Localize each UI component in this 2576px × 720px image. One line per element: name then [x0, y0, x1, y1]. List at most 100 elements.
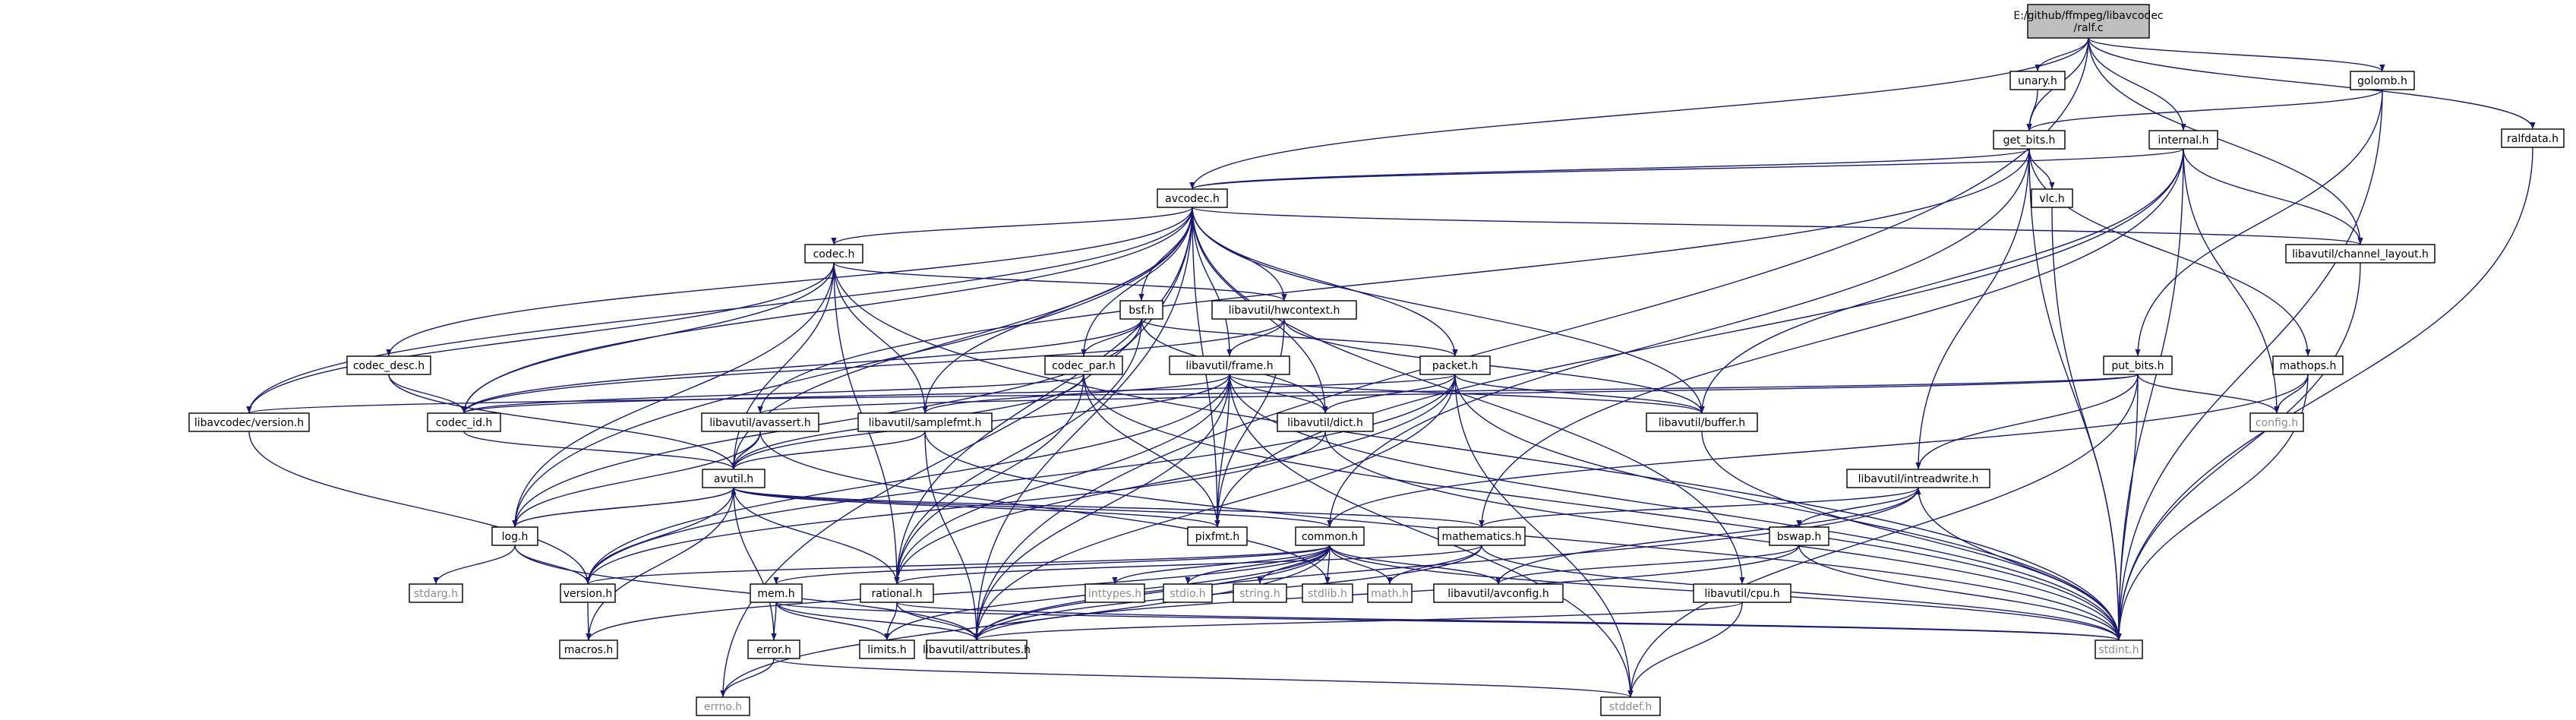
node-box [2249, 412, 2304, 432]
node-attributes[interactable]: libavutil/attributes.h [923, 639, 1031, 659]
node-box [2501, 128, 2565, 148]
edge-root-to-attributes [974, 37, 2089, 641]
edge-get_bits-to-stdint [2028, 148, 2122, 641]
edge-hwcontext-to-buffer [1283, 318, 1705, 414]
node-limits[interactable]: limits.h [859, 639, 915, 659]
node-label: stdint.h [2098, 644, 2139, 656]
node-label: codec_id.h [436, 417, 493, 429]
edge-mathematics-to-stdint [1481, 545, 2122, 641]
edge-avutil-to-macros [586, 487, 734, 641]
node-frame[interactable]: libavutil/frame.h [1169, 355, 1290, 375]
node-codec[interactable]: codec.h [804, 244, 863, 264]
node-box [2009, 71, 2066, 90]
node-intreadwrite[interactable]: libavutil/intreadwrite.h [1846, 469, 1990, 488]
node-label: unary.h [2018, 75, 2057, 87]
node-root[interactable]: E:/github/ffmpeg/libavcodec/ralf.c [2013, 4, 2164, 39]
edge-root-to-avcodec [1189, 37, 2089, 190]
node-buffer[interactable]: libavutil/buffer.h [1646, 412, 1758, 432]
node-box [1157, 188, 1228, 208]
edge-codec-to-samplefmt [833, 262, 928, 414]
edge-samplefmt-to-attributes [924, 431, 980, 641]
node-vlc[interactable]: vlc.h [2031, 188, 2073, 208]
node-put_bits[interactable]: put_bits.h [2103, 355, 2173, 375]
edge-cpu-to-stddef [1627, 602, 1743, 698]
node-dict[interactable]: libavutil/dict.h [1277, 412, 1374, 432]
node-mem[interactable]: mem.h [750, 583, 803, 603]
node-golomb[interactable]: golomb.h [2350, 71, 2415, 90]
edge-mem-to-stdint [775, 602, 2121, 641]
node-packet[interactable]: packet.h [1419, 355, 1491, 375]
node-box [1163, 583, 1213, 603]
node-hwcontext[interactable]: libavutil/hwcontext.h [1211, 300, 1357, 320]
node-avcodec[interactable]: avcodec.h [1157, 188, 1228, 208]
edge-bsf-to-packet [1141, 318, 1458, 357]
node-label: vlc.h [2039, 193, 2064, 205]
node-label: bsf.h [1129, 305, 1154, 317]
node-bsf[interactable]: bsf.h [1119, 300, 1163, 320]
node-mathops[interactable]: mathops.h [2272, 355, 2344, 375]
edge-mathematics-to-rational [894, 545, 1482, 585]
edge-frame-to-dict [1229, 374, 1328, 414]
node-codec_desc[interactable]: codec_desc.h [346, 355, 431, 375]
edge-common-to-version [585, 545, 1331, 585]
node-codec_par[interactable]: codec_par.h [1044, 355, 1123, 375]
node-avassert[interactable]: libavutil/avassert.h [701, 412, 819, 432]
edge-mathematics-to-attributes [974, 545, 1482, 641]
node-label: errno.h [704, 701, 742, 713]
node-mathematics[interactable]: mathematics.h [1438, 526, 1526, 546]
edge-avcodec-to-attributes [974, 207, 1193, 641]
node-label: libavutil/intreadwrite.h [1858, 473, 1979, 485]
node-log[interactable]: log.h [491, 526, 538, 546]
edge-avcodec-to-lavc_version [246, 207, 1193, 414]
node-macros[interactable]: macros.h [559, 639, 618, 659]
node-box [1187, 526, 1248, 546]
node-codec_id[interactable]: codec_id.h [427, 412, 501, 432]
node-rational[interactable]: rational.h [860, 583, 934, 603]
node-box [1693, 583, 1792, 603]
edge-channel_layout-to-stdint [2116, 262, 2361, 641]
node-get_bits[interactable]: get_bits.h [1993, 130, 2066, 150]
node-pixfmt[interactable]: pixfmt.h [1187, 526, 1248, 546]
node-version[interactable]: version.h [560, 583, 616, 603]
edge-log-to-stdarg [433, 545, 516, 585]
node-channel_layout[interactable]: libavutil/channel_layout.h [2285, 244, 2436, 264]
node-unary[interactable]: unary.h [2009, 71, 2066, 90]
node-bswap[interactable]: bswap.h [1769, 526, 1829, 546]
edge-golomb-to-get_bits [2026, 89, 2383, 131]
node-lavc_version[interactable]: libavcodec/version.h [188, 412, 310, 432]
edge-codec-to-lavc_version [246, 262, 835, 414]
node-label: libavutil/dict.h [1287, 417, 1363, 429]
node-avconfig[interactable]: libavutil/avconfig.h [1433, 583, 1564, 603]
node-cpu[interactable]: libavutil/cpu.h [1693, 583, 1792, 603]
node-box [1367, 583, 1413, 603]
edge-codec-to-avutil [731, 262, 835, 470]
edge-internal-to-config [2183, 148, 2280, 414]
edge-bsf-to-codec_par [1081, 318, 1142, 357]
node-box [1993, 130, 2066, 150]
edge-rational-to-stdint [896, 602, 2122, 641]
edge-dict-to-version [585, 431, 1326, 585]
edge-log-to-avutil [514, 487, 737, 528]
node-common[interactable]: common.h [1295, 526, 1365, 546]
node-internal[interactable]: internal.h [2148, 130, 2218, 150]
node-samplefmt[interactable]: libavutil/samplefmt.h [857, 412, 993, 432]
node-box [1277, 412, 1374, 432]
edge-bsf-to-rational [894, 318, 1142, 585]
node-avutil[interactable]: avutil.h [702, 469, 766, 488]
node-label: math.h [1371, 588, 1409, 600]
edge-internal-to-channel_layout [2183, 148, 2363, 245]
edge-ralfdata-to-stdint [2116, 147, 2533, 641]
edge-hwcontext-to-pixfmt [1214, 318, 1285, 528]
node-label: rational.h [872, 588, 923, 600]
edge-avassert-to-log [512, 431, 761, 528]
node-label: codec.h [813, 248, 855, 261]
edge-codec_desc-to-codec_id [388, 374, 467, 414]
node-error[interactable]: error.h [747, 639, 800, 659]
edge-internal-to-buffer [1699, 148, 2184, 414]
edge-vlc-to-stdint [2051, 207, 2122, 641]
edge-packet-to-stdint [1454, 374, 2122, 641]
node-label: avcodec.h [1165, 193, 1220, 205]
node-box [2285, 244, 2436, 264]
node-ralfdata[interactable]: ralfdata.h [2501, 128, 2565, 148]
